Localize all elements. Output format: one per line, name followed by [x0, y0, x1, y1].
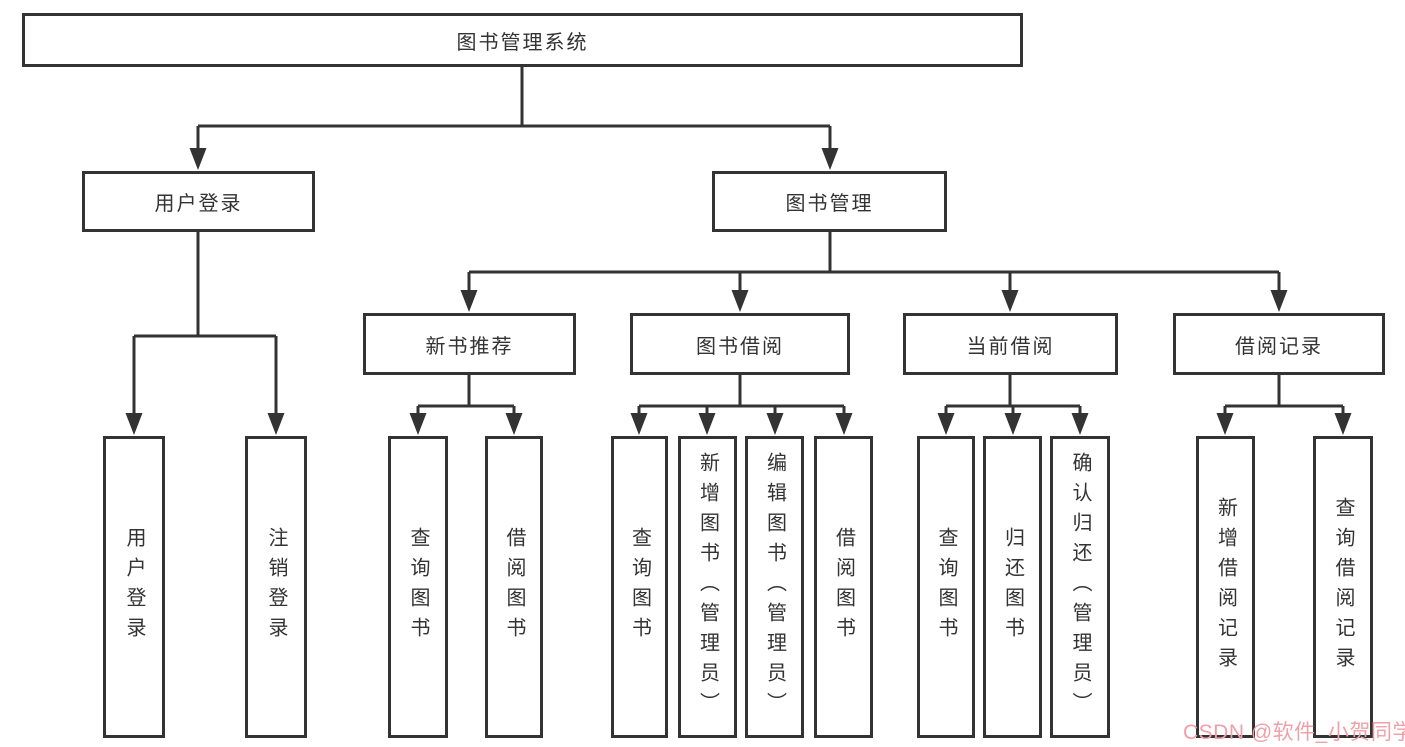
- arrowhead-icon: [1001, 290, 1019, 312]
- arrowhead-icon: [1071, 413, 1089, 435]
- arrowhead-icon: [1334, 413, 1352, 435]
- node-label: 归还图书: [1001, 527, 1024, 647]
- leaf-query-books-borrow: 查询图书: [611, 436, 668, 738]
- leaf-return-books: 归还图书: [983, 436, 1042, 738]
- node-label: 借阅图书: [503, 527, 525, 647]
- node-label: 查询借阅记录: [1332, 497, 1354, 677]
- leaf-confirm-return-admin: 确认归还（管理员）: [1050, 436, 1110, 738]
- node-label: 用户登录: [123, 527, 145, 647]
- node-book-borrowing: 图书借阅: [630, 313, 850, 375]
- leaf-logout: 注销登录: [245, 436, 307, 738]
- leaf-borrow-books-recommend: 借阅图书: [485, 436, 543, 738]
- arrowhead-icon: [630, 413, 648, 435]
- arrowhead-icon: [189, 148, 207, 170]
- arrowhead-icon: [1004, 413, 1022, 435]
- arrowhead-icon: [1216, 413, 1234, 435]
- arrowheads: [125, 148, 1352, 435]
- node-borrowing-records: 借阅记录: [1173, 313, 1385, 375]
- arrowhead-icon: [937, 413, 955, 435]
- arrowhead-icon: [125, 413, 143, 435]
- connector-current-borrow-to-leaves: [944, 375, 1082, 416]
- node-label: 用户登录: [154, 193, 243, 215]
- connector-book-borrow-to-leaves: [637, 375, 846, 416]
- arrowhead-icon: [505, 413, 523, 435]
- connector-user-login-to-leaves: [132, 232, 278, 416]
- leaf-user-login: 用户登录: [103, 436, 165, 738]
- arrowhead-icon: [409, 413, 427, 435]
- arrowhead-icon: [821, 148, 839, 170]
- node-label: 新增图书（管理员）: [696, 452, 719, 722]
- connector-new-book-rec-to-leaves: [416, 375, 516, 416]
- watermark: CSDN @软件_小贺同学: [1183, 721, 1405, 744]
- arrowhead-icon: [835, 413, 853, 435]
- node-label: 图书管理系统: [456, 31, 589, 54]
- arrowhead-icon: [766, 413, 784, 435]
- node-user-login: 用户登录: [82, 171, 315, 232]
- node-label: 新增借阅记录: [1214, 497, 1237, 677]
- leaf-query-books-current: 查询图书: [917, 436, 975, 738]
- node-label: 查询图书: [628, 527, 651, 647]
- node-label: 图书管理: [785, 193, 874, 215]
- node-label: 编辑图书（管理员）: [763, 452, 786, 722]
- node-label: 注销登录: [265, 527, 287, 647]
- connector-paths: [132, 67, 1345, 416]
- leaf-add-borrow-record: 新增借阅记录: [1196, 436, 1255, 738]
- leaf-borrow-books-borrow: 借阅图书: [814, 436, 873, 738]
- arrowhead-icon: [1270, 290, 1288, 312]
- node-label: 当前借阅: [966, 335, 1055, 358]
- leaf-query-borrow-record: 查询借阅记录: [1313, 436, 1373, 738]
- node-label: 查询图书: [935, 527, 957, 647]
- leaf-add-book-admin: 新增图书（管理员）: [678, 436, 737, 738]
- connector-borrow-records-to-leaves: [1223, 375, 1345, 416]
- leaf-edit-book-admin: 编辑图书（管理员）: [745, 436, 804, 738]
- node-label: 新书推荐: [425, 335, 514, 358]
- leaf-query-books-recommend: 查询图书: [388, 436, 448, 738]
- arrowhead-icon: [698, 413, 716, 435]
- node-label: 查询图书: [407, 527, 429, 647]
- arrowhead-icon: [267, 413, 285, 435]
- node-label: 图书借阅: [696, 335, 784, 358]
- node-book-management-system: 图书管理系统: [22, 13, 1023, 67]
- node-new-book-recommend: 新书推荐: [363, 313, 576, 375]
- arrowhead-icon: [460, 290, 478, 312]
- node-current-borrowing: 当前借阅: [903, 313, 1118, 375]
- node-label: 借阅图书: [832, 527, 855, 647]
- connector-root-to-level2: [196, 67, 832, 150]
- node-book-management: 图书管理: [712, 171, 947, 232]
- arrowhead-icon: [731, 290, 749, 312]
- node-label: 借阅记录: [1235, 335, 1323, 358]
- node-label: 确认归还（管理员）: [1069, 452, 1091, 722]
- connector-book-mgmt-to-level3: [467, 232, 1281, 293]
